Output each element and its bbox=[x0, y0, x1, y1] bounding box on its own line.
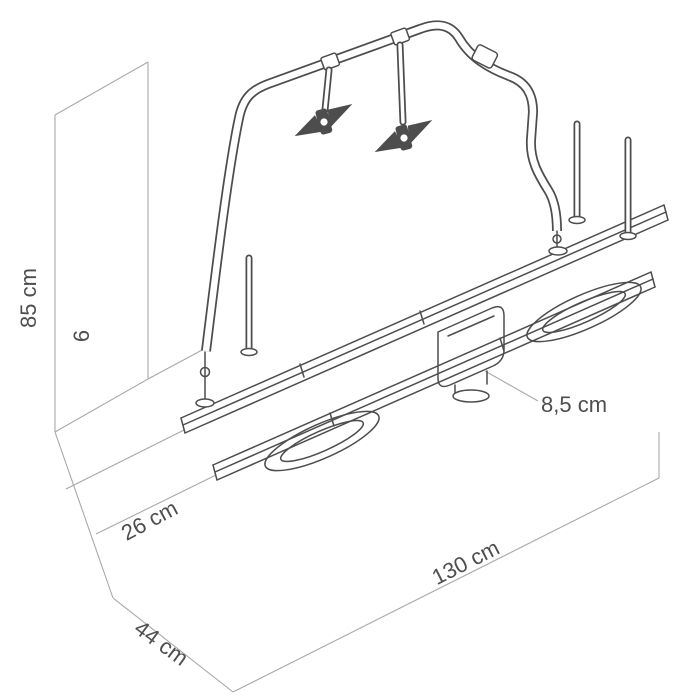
rear-rail-strap-slot bbox=[299, 363, 305, 378]
hoop-frame bbox=[195, 20, 568, 408]
wall-gap-label: 6 bbox=[69, 330, 94, 342]
clamp-knob bbox=[318, 116, 330, 128]
box-left-bottom-edge bbox=[54, 431, 114, 599]
bracket-inner-line bbox=[447, 315, 495, 337]
hoop-tube-fill bbox=[202, 22, 561, 352]
bike-frame-clamp-left bbox=[294, 104, 353, 137]
post-left-base bbox=[240, 347, 258, 357]
rear-rail-bottom-edge bbox=[184, 219, 669, 434]
wheel-tray-right-inner bbox=[541, 290, 627, 334]
clamp-wing-right bbox=[327, 104, 353, 129]
height-bottom-extension-line bbox=[54, 378, 149, 433]
clamp-stem-right-inner bbox=[398, 43, 405, 124]
rear-rail-left-end-cap bbox=[180, 417, 186, 434]
front-rail-right-end-cap bbox=[650, 271, 656, 288]
clamp-knob bbox=[398, 132, 410, 144]
rail-spacing-extension-line-rear bbox=[65, 429, 185, 490]
width-label: 130 cm bbox=[428, 535, 504, 590]
clamp-collar-left bbox=[320, 52, 341, 71]
clamp-wing-left bbox=[374, 131, 404, 153]
rear-rail-groove-line bbox=[182, 211, 667, 426]
front-rail bbox=[212, 271, 656, 481]
height-label: 85 cm bbox=[16, 268, 41, 328]
bracket-base-plate bbox=[452, 389, 490, 403]
front-rail-bottom-edge bbox=[216, 286, 656, 481]
bike-frame-clamp-right bbox=[374, 120, 433, 153]
hoop-right-foot bbox=[548, 246, 568, 256]
wheel-holder-posts bbox=[240, 120, 637, 357]
rail-spacing-extension-line-front bbox=[95, 474, 217, 535]
front-rail-left-end-cap bbox=[212, 464, 218, 481]
depth-edge-line bbox=[112, 597, 234, 693]
platform-height-leader-line bbox=[484, 370, 539, 402]
rack-drawing bbox=[180, 20, 669, 481]
hoop-joint-sleeve bbox=[471, 44, 499, 69]
wheel-tray-right bbox=[526, 281, 642, 343]
wheel-tray-left bbox=[264, 410, 380, 472]
post-right-2-base bbox=[619, 231, 637, 241]
center-mount-bracket bbox=[437, 305, 505, 403]
rear-rail-top-edge bbox=[180, 204, 665, 419]
rear-rail-strap-slot bbox=[419, 310, 425, 325]
wheel-trays bbox=[264, 281, 642, 472]
clamp-wing-left bbox=[294, 115, 324, 137]
rear-rail-right-end-cap bbox=[663, 204, 669, 221]
clamp-stem-left-inner bbox=[323, 68, 331, 112]
front-rail-groove-line bbox=[214, 278, 654, 473]
wall-gap-extension-line bbox=[147, 348, 205, 380]
post-right-1-base bbox=[568, 215, 586, 225]
height-top-extension-line bbox=[54, 61, 149, 116]
dimension-lines bbox=[54, 61, 660, 693]
hoop-left-foot bbox=[195, 398, 215, 408]
depth-label: 44 cm bbox=[130, 615, 193, 670]
hoop-right-hinge bbox=[552, 234, 562, 244]
wheel-tray-left-inner bbox=[279, 419, 365, 463]
width-edge-line bbox=[232, 477, 660, 693]
hoop-left-hinge bbox=[199, 366, 211, 378]
rear-rail bbox=[180, 204, 669, 434]
frame-clamp-holders bbox=[294, 27, 433, 153]
platform-height-label: 8,5 cm bbox=[541, 392, 607, 417]
bracket-outline bbox=[437, 305, 505, 388]
clamp-wing-right bbox=[407, 120, 433, 145]
rail-spacing-label: 26 cm bbox=[117, 495, 182, 545]
